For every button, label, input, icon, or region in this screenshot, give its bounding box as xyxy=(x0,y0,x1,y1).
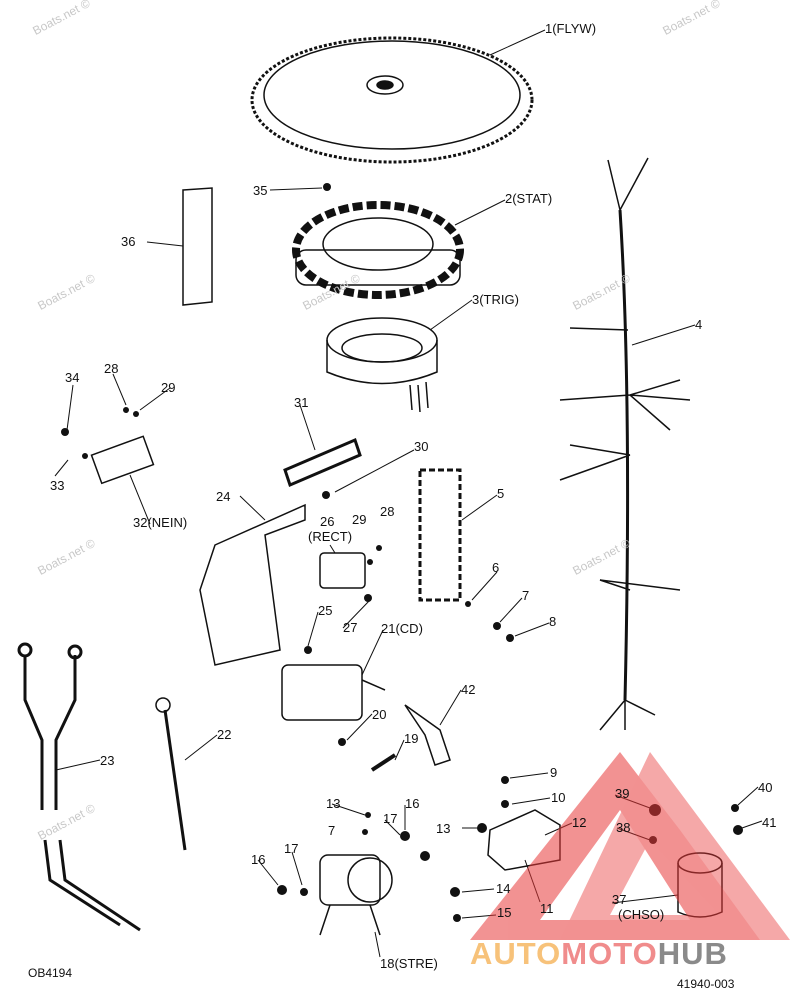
part-label: 26 xyxy=(320,514,335,529)
part-label: 22 xyxy=(217,727,232,742)
spark-cap xyxy=(404,704,451,766)
logo-moto: MOTO xyxy=(561,936,658,971)
part-label: 5 xyxy=(497,486,505,501)
diagram-code-right: 41940-003 xyxy=(677,977,735,991)
part-label: 15 xyxy=(497,905,512,920)
part-label: 21(CD) xyxy=(381,621,423,636)
part-label: 16 xyxy=(405,796,420,811)
terminal-strip xyxy=(283,437,362,488)
cd-module xyxy=(281,664,363,721)
part-label: 13 xyxy=(436,821,451,836)
part-label: 25 xyxy=(318,603,333,618)
part-label: 28 xyxy=(104,361,119,376)
stator xyxy=(292,201,464,299)
part-label: 4 xyxy=(695,317,703,332)
part-label: 27 xyxy=(343,620,358,635)
part-label: (RECT) xyxy=(308,529,353,544)
part-label: 9 xyxy=(550,765,558,780)
part-label: 8 xyxy=(549,614,557,629)
ignition-module xyxy=(90,435,155,485)
ground-cable xyxy=(163,709,187,851)
part-label: 17 xyxy=(284,841,299,856)
part-label: 20 xyxy=(372,707,387,722)
part-label: 38 xyxy=(616,820,631,835)
trigger xyxy=(326,317,438,413)
part-label: 7 xyxy=(522,588,530,603)
part-label: 12 xyxy=(572,815,587,830)
logo-auto: AUTO xyxy=(470,936,562,971)
plate xyxy=(182,187,213,306)
logo-hub: HUB xyxy=(657,936,728,971)
rectifier xyxy=(319,552,366,589)
part-label: 11 xyxy=(540,901,554,916)
part-label: 32(NEIN) xyxy=(133,515,188,530)
part-label: 34 xyxy=(65,370,80,385)
part-label: 16 xyxy=(251,852,266,867)
battery-cables xyxy=(17,642,141,932)
mounting-plate xyxy=(199,503,306,666)
part-label: 42 xyxy=(461,682,476,697)
flywheel xyxy=(250,36,534,164)
part-label: 19 xyxy=(404,731,419,746)
terminal-block xyxy=(418,468,462,602)
part-label: 40 xyxy=(758,780,773,795)
part-label: 35 xyxy=(253,183,268,198)
part-label: 36 xyxy=(121,234,136,249)
part-label: 29 xyxy=(161,380,176,395)
wire-harness xyxy=(559,157,691,731)
part-label: 10 xyxy=(551,790,566,805)
part-label: 24 xyxy=(216,489,231,504)
automotohub-logo-mark xyxy=(470,752,790,940)
part-label: 28 xyxy=(380,504,395,519)
part-label: 13 xyxy=(326,796,341,811)
part-label: 29 xyxy=(352,512,367,527)
starter-solenoid xyxy=(319,854,393,936)
part-label: 7 xyxy=(328,823,336,838)
part-label: 2(STAT) xyxy=(505,191,553,206)
part-label: 30 xyxy=(414,439,429,454)
part-label: 6 xyxy=(492,560,500,575)
part-label: (CHSO) xyxy=(618,907,665,922)
part-label: 37 xyxy=(612,892,627,907)
part-label: 39 xyxy=(615,786,630,801)
part-label: 31 xyxy=(294,395,309,410)
part-label: 41 xyxy=(762,815,777,830)
part-label: 18(STRE) xyxy=(380,956,438,971)
part-label: 14 xyxy=(496,881,511,896)
automotohub-logo: AUTOMOTOHUB xyxy=(470,938,728,970)
hardware xyxy=(61,183,743,922)
part-label: 23 xyxy=(100,753,115,768)
part-label: 17 xyxy=(383,811,398,826)
diagram-code-left: OB4194 xyxy=(28,966,73,980)
part-label: 3(TRIG) xyxy=(472,292,519,307)
part-label: 33 xyxy=(50,478,65,493)
part-label: 1(FLYW) xyxy=(545,21,597,36)
leader-lines xyxy=(54,29,763,958)
